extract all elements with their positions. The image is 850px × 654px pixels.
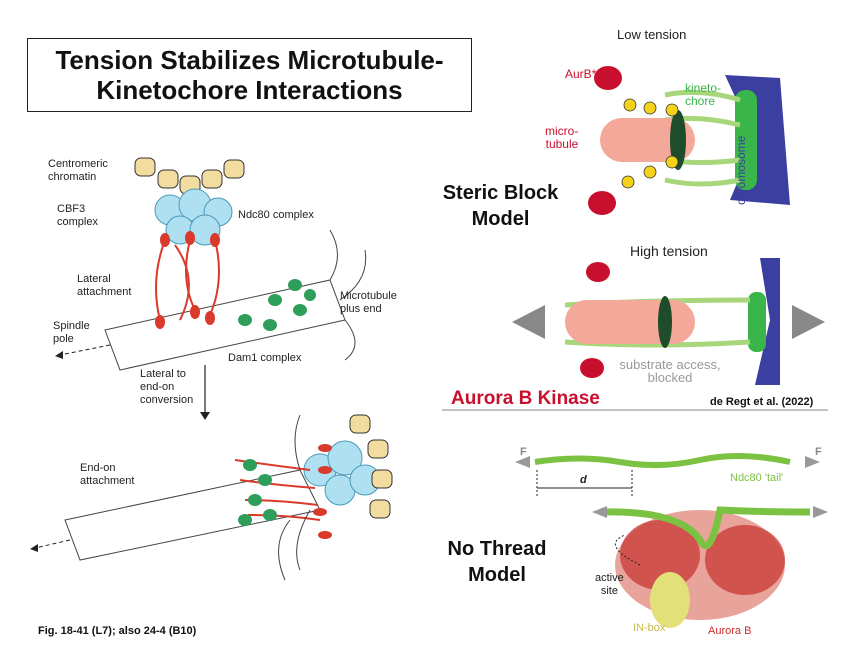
label-spindle-pole: Spindle pole	[53, 320, 90, 345]
aurb-bottom	[588, 191, 616, 215]
kinetochore-inner-high	[748, 292, 766, 352]
centromeric-chromatin-top	[134, 157, 245, 195]
force-arrow-right	[792, 305, 825, 339]
label-ndc80-complex: Ndc80 complex	[238, 209, 314, 221]
kinetochore-inner-low	[735, 90, 757, 190]
label-distance-d: d	[580, 474, 587, 486]
ring-low	[670, 110, 686, 170]
citation: de Regt et al. (2022)	[710, 396, 814, 408]
label-microtubule-plus-end: Microtubule plus end	[340, 290, 397, 315]
label-chromosome: chromosome	[734, 135, 748, 205]
microtubule-high	[565, 300, 695, 344]
label-force-right: F	[815, 446, 822, 458]
ring-high	[658, 296, 672, 348]
label-centromeric-chromatin: Centromeric chromatin	[48, 158, 108, 183]
label-force-left: F	[520, 446, 527, 458]
dam1-complex-bottom	[238, 459, 277, 526]
ndc80-heads-top	[155, 231, 220, 329]
figure-caption: Fig. 18-41 (L7); also 24-4 (B10)	[38, 625, 197, 637]
label-kinetochore: kineto- chore	[685, 81, 722, 108]
label-substrate-access: substrate access, blocked	[619, 357, 721, 385]
label-lateral-attachment: Lateral attachment	[77, 273, 132, 298]
label-end-on-attachment: End-on attachment	[80, 462, 135, 487]
aurora-heading: Aurora B Kinase	[451, 388, 600, 409]
label-high-tension: High tension	[630, 243, 708, 259]
protofilament-curls-bottom	[278, 414, 311, 581]
centromeric-chromatin-bottom	[349, 414, 393, 519]
chromosome-high	[755, 258, 780, 385]
spindle-pole-arrow-top	[59, 344, 111, 356]
label-aurb: AurB*	[565, 67, 597, 81]
label-active-site: active site	[595, 572, 624, 597]
active-site-pointer	[614, 534, 641, 566]
aurb-high-top	[586, 262, 610, 282]
aurb-top	[594, 66, 622, 90]
ndc80-loop	[599, 506, 811, 550]
title-box: Tension Stabilizes Microtubule- Kinetoch…	[27, 38, 472, 112]
ndc80-complexes-top	[155, 239, 220, 321]
label-in-box: IN-box	[633, 622, 666, 634]
spindle-pole-arrow-bottom	[34, 539, 71, 549]
page-title: Tension Stabilizes Microtubule- Kinetoch…	[55, 45, 444, 105]
no-thread-model-label: No Thread Model	[447, 538, 547, 586]
steric-block-model-label: Steric Block Model	[442, 182, 559, 230]
label-low-tension: Low tension	[617, 27, 687, 42]
force-arrow-left	[512, 305, 545, 339]
aurora-b-protein	[615, 510, 785, 628]
label-dam1-complex: Dam1 complex	[228, 352, 302, 364]
dam1-complex-top	[238, 279, 316, 331]
label-cbf3-complex: CBF3 complex	[57, 203, 98, 228]
aurb-high-bottom	[580, 358, 604, 378]
label-microtubule: micro- tubule	[545, 124, 579, 151]
label-aurora-b: Aurora B	[708, 625, 752, 637]
label-lateral-to-end-on: Lateral to end-on conversion	[140, 368, 194, 406]
label-ndc80-tail: Ndc80 'tail'	[730, 472, 784, 484]
phospho-sites	[621, 98, 679, 189]
ndc80-tail-strand	[534, 453, 791, 469]
protofilament-curls-top	[329, 229, 367, 361]
ndc80-heads-bottom	[313, 444, 332, 539]
